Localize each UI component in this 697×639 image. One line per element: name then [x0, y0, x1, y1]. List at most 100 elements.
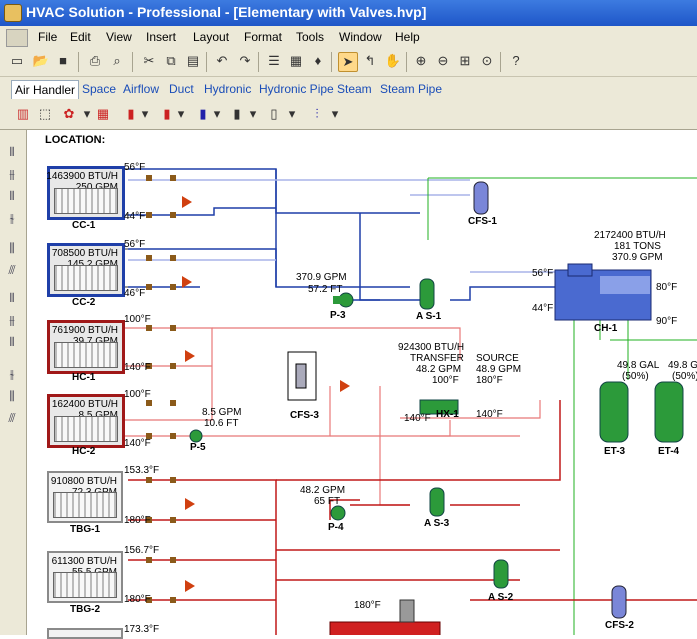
coil-tbg1[interactable]: 910800 BTU/H 72.3 GPM [47, 471, 123, 523]
alignment-toolbar: ⫴ ⫵ ⫴ ⫳ ⫼ ⫻ ⫴ ⫵ ⫴ ⫳ ⫼ ⫻ [0, 130, 27, 635]
pan-hand-icon[interactable]: ✋ [384, 53, 402, 68]
coil-hc2[interactable]: 162400 BTU/H 8.5 GPM [47, 394, 125, 448]
coil-tbg2-label: TBG-2 [70, 604, 100, 615]
zoom-out-icon[interactable]: ⊖ [437, 53, 449, 68]
cfs2-label: CFS-2 [605, 620, 634, 631]
tab-air-handler[interactable]: Air Handler [11, 80, 80, 99]
sensor-icon[interactable]: ▯ [270, 106, 278, 121]
chevron-down-icon[interactable]: ▾ [288, 106, 296, 121]
fan-icon[interactable]: ✿ [63, 106, 75, 121]
select-pointer-icon[interactable]: ➤ [338, 52, 358, 72]
zoom-window-icon[interactable]: ⊙ [481, 53, 493, 68]
connector-icon[interactable]: ↰ [364, 53, 376, 68]
filter-icon[interactable]: ▮ [163, 106, 171, 121]
tab-steam-pipe[interactable]: Steam Pipe [380, 82, 443, 96]
open-icon[interactable]: 📂 [32, 53, 50, 68]
coil-cc1-label: CC-1 [72, 220, 96, 231]
tab-hydronic-pipe[interactable]: Hydronic Pipe [259, 82, 334, 96]
coil-cc1[interactable]: 1463900 BTU/H 250 GPM [46, 166, 125, 220]
align-top-icon[interactable]: ⫳ [9, 211, 15, 225]
component-palette: ▥ ⬚ ✿ ▾ ▦ ▮ ▾ ▮ ▾ ▮ ▾ ▮ ▾ ▯ ▾ ⫶ ▾ [0, 101, 697, 130]
title-bar: HVAC Solution - Professional - [Elementa… [0, 0, 697, 26]
menu-view[interactable]: View [106, 30, 132, 44]
component-tabs: Air Handler Space Airflow Duct Hydronic … [0, 77, 697, 101]
help-pointer-icon[interactable]: ? [512, 53, 520, 68]
cfs1-label: CFS-1 [468, 216, 497, 227]
window-title: HVAC Solution - Professional - [Elementa… [26, 4, 427, 20]
calculator-icon[interactable]: ▦ [289, 53, 303, 68]
tab-steam[interactable]: Steam [337, 82, 372, 96]
air-sep-as3-label: A S-3 [424, 518, 450, 529]
humidifier-icon[interactable]: ▮ [199, 106, 207, 121]
heater-icon[interactable]: ▮ [127, 106, 135, 121]
tab-space[interactable]: Space [82, 82, 117, 96]
menu-insert[interactable]: Insert [146, 30, 177, 44]
properties-icon[interactable]: ☰ [268, 53, 280, 68]
coil-tbg1-label: TBG-1 [70, 524, 100, 535]
chevron-down-icon[interactable]: ▾ [249, 106, 257, 121]
copy-icon[interactable]: ⧉ [166, 53, 176, 68]
pump-p3-label: P-3 [330, 310, 346, 321]
drawing-canvas[interactable] [27, 130, 697, 635]
redo-icon[interactable]: ↷ [239, 53, 251, 68]
print-icon[interactable]: ⎙ [89, 53, 101, 68]
exp-tank-et3-label: ET-3 [604, 446, 626, 457]
menu-edit[interactable]: Edit [70, 30, 91, 44]
damper-icon[interactable]: ▮ [233, 106, 241, 121]
menu-layout[interactable]: Layout [193, 30, 230, 44]
coil-hc2-label: HC-2 [72, 446, 96, 457]
tab-airflow[interactable]: Airflow [123, 82, 160, 96]
duct-icon[interactable]: ⫶ [315, 106, 319, 121]
new-icon[interactable]: ▭ [10, 53, 24, 68]
align-middle-icon[interactable]: ⫼ [9, 241, 15, 255]
coil-hc1-label: HC-1 [72, 372, 96, 383]
menu-window[interactable]: Window [339, 30, 382, 44]
menu-bar: File Edit View Insert Layout Format Tool… [0, 26, 697, 49]
air-handler-icon[interactable]: ▥ [16, 106, 30, 121]
exp-tank-et4-label: ET-4 [658, 446, 680, 457]
location-label: LOCATION: [45, 134, 106, 146]
menu-file[interactable]: File [38, 30, 58, 44]
chiller-ch1 [554, 263, 652, 321]
menu-format[interactable]: Format [244, 30, 283, 44]
cut-icon[interactable]: ✂ [143, 53, 155, 68]
zoom-fit-icon[interactable]: ⊞ [459, 53, 471, 68]
cfs3-label: CFS-3 [290, 410, 319, 421]
dashed-box-icon[interactable]: ⬚ [38, 106, 52, 121]
align-center-icon[interactable]: ⫵ [9, 167, 15, 181]
coil-icon[interactable]: ▦ [96, 106, 110, 121]
app-icon[interactable] [4, 4, 22, 22]
document-icon[interactable] [6, 29, 28, 47]
chevron-down-icon[interactable]: ▾ [331, 106, 339, 121]
align-right-icon[interactable]: ⫴ [9, 189, 15, 203]
coil-cc2-label: CC-2 [72, 297, 96, 308]
coil-tbg2[interactable]: 611300 BTU/H 55.5 GPM [47, 551, 123, 603]
format-painter-icon[interactable]: ♦ [314, 53, 322, 68]
undo-icon[interactable]: ↶ [216, 53, 228, 68]
align-left-icon[interactable]: ⫴ [9, 145, 15, 159]
group-icon[interactable]: ⫻ [8, 411, 16, 425]
same-width-icon[interactable]: ⫴ [9, 335, 15, 349]
zoom-in-icon[interactable]: ⊕ [415, 53, 427, 68]
tab-hydronic[interactable]: Hydronic [204, 82, 252, 96]
chevron-down-icon[interactable]: ▾ [141, 106, 149, 121]
paste-icon[interactable]: ▤ [186, 53, 200, 68]
pump-p3 [333, 292, 354, 308]
print-preview-icon[interactable]: ⌕ [113, 53, 121, 68]
coil-cc2[interactable]: 708500 BTU/H 145.2 GPM [47, 243, 125, 297]
coil-hc1[interactable]: 761900 BTU/H 39.7 GPM [47, 320, 125, 374]
same-height-icon[interactable]: ⫳ [9, 367, 15, 381]
chevron-down-icon[interactable]: ▾ [177, 106, 185, 121]
align-bottom-icon[interactable]: ⫻ [8, 263, 16, 277]
chevron-down-icon[interactable]: ▾ [83, 106, 91, 121]
tab-duct[interactable]: Duct [169, 82, 194, 96]
menu-tools[interactable]: Tools [296, 30, 325, 44]
same-size-icon[interactable]: ⫼ [9, 389, 15, 403]
chevron-down-icon[interactable]: ▾ [213, 106, 221, 121]
space-across-icon[interactable]: ⫴ [9, 291, 15, 305]
space-down-icon[interactable]: ⫵ [9, 313, 15, 327]
menu-help[interactable]: Help [395, 30, 420, 44]
coil-tbg3[interactable] [47, 628, 123, 639]
save-icon[interactable]: ■ [59, 53, 67, 68]
